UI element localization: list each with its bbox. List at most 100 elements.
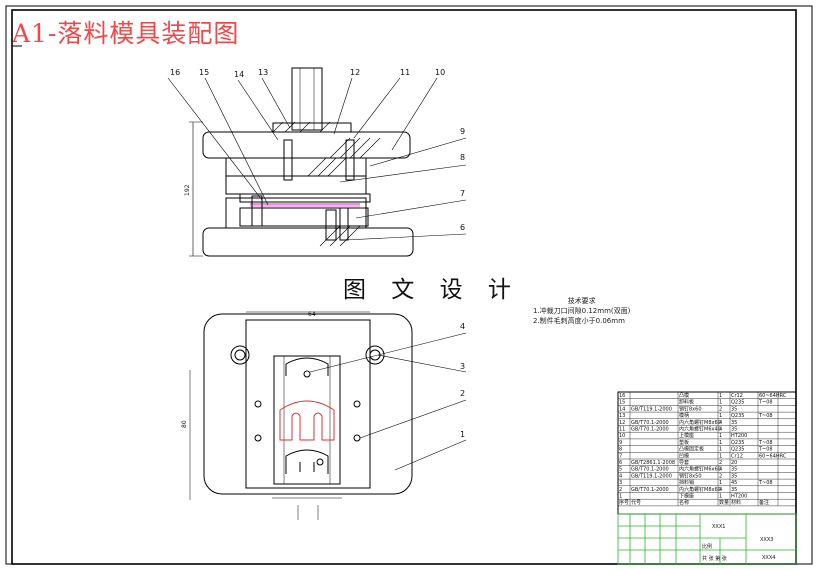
technical-requirements: 技术要求 1.冲裁刀口间隙0.12mm(双面) 2.制件毛刺高度小于0.06mm xyxy=(533,296,630,326)
bom-cell: 内六角螺钉M6x60 xyxy=(679,466,721,473)
bom-cell: 4 xyxy=(619,473,622,479)
bom-cell: 4 xyxy=(719,420,722,426)
bom-cell: 35 xyxy=(731,467,737,473)
bom-cell: Q235 xyxy=(731,447,744,453)
bom-header-cell: 代号 xyxy=(631,499,641,506)
bom-cell: GB/T119.1-2000 xyxy=(631,406,672,412)
bom-cell: 5 xyxy=(619,467,622,473)
bom-cell: 上模座 xyxy=(679,432,694,439)
bom-cell: 4 xyxy=(719,467,722,473)
bom-cell: 12 xyxy=(619,420,625,426)
callout-13: 13 xyxy=(258,68,268,77)
bom-cell: 1 xyxy=(719,480,722,486)
bom-cell: 1 xyxy=(719,413,722,419)
bom-cell: 14 xyxy=(619,406,625,412)
bom-cell: 凸模 xyxy=(679,392,689,399)
bom-cell: 35 xyxy=(731,406,737,412)
bom-cell: 7 xyxy=(619,453,622,459)
bom-cell: 内六角螺钉M8x60 xyxy=(679,486,721,493)
title-block-drawing-no: XXX1 xyxy=(712,524,725,530)
leader-lines xyxy=(167,77,467,471)
bom-cell: 卸料板 xyxy=(679,399,694,406)
bom-cell: GB/T2861.1-2008 xyxy=(631,460,675,466)
title-block-school: XXX4 xyxy=(762,555,775,561)
title-block xyxy=(617,513,797,565)
callout-6: 6 xyxy=(460,223,465,232)
bom-cell: 35 xyxy=(731,420,737,426)
bom-cell: T~08 xyxy=(758,480,773,486)
watermark-text: 图 文 设 计 xyxy=(343,277,520,303)
title-block-name: XXX3 xyxy=(760,537,773,543)
bom-cell: 销钉8x60 xyxy=(679,405,702,412)
bom-cell: 10 xyxy=(619,433,625,439)
bom-header-cell: 序号 xyxy=(619,499,629,506)
callout-8: 8 xyxy=(460,153,465,162)
bom-cell: HT200 xyxy=(731,433,747,439)
bom-cell: T~08 xyxy=(758,413,773,419)
callout-14: 14 xyxy=(234,70,244,79)
title-block-scale-label: 比例 xyxy=(702,543,712,550)
drawing-title: A1-落料模具装配图 xyxy=(12,19,240,48)
callout-1: 1 xyxy=(460,430,465,439)
dim-front-height: 192 xyxy=(184,184,191,196)
bom-cell: 35 xyxy=(731,427,737,433)
bom-cell: 35 xyxy=(731,487,737,493)
bom-cell: 1 xyxy=(719,440,722,446)
callout-7: 7 xyxy=(460,189,465,198)
bom-cell: 挡料销 xyxy=(679,479,694,486)
bom-cell: 45 xyxy=(731,480,737,486)
bom-cell: GB/T119.1-2000 xyxy=(631,473,672,479)
bom-cell: 1 xyxy=(719,400,722,406)
bom-cell: HT200 xyxy=(731,494,747,500)
bom-cell: T~08 xyxy=(758,400,773,406)
front-section-view xyxy=(189,67,414,257)
bom-cell: 35 xyxy=(731,473,737,479)
bom-cell: 1 xyxy=(619,494,622,500)
bom-cell: 16 xyxy=(619,393,625,399)
bom-cell: 内六角螺钉M6x40 xyxy=(679,426,721,433)
bom-header-cell: 名称 xyxy=(679,499,689,506)
bom-header-cell: 材料 xyxy=(731,499,741,506)
bom-cell: 60~64HRC xyxy=(759,453,787,459)
bom-cell: 模柄 xyxy=(679,412,689,419)
bom-cell: 1 xyxy=(719,393,722,399)
bom-cell: GB/T70.1-2000 xyxy=(631,427,669,433)
callout-2: 2 xyxy=(460,389,465,398)
tech-heading: 技术要求 xyxy=(567,297,596,305)
title-block-sheet-label: 共 张 第 张 xyxy=(702,555,727,562)
bom-cell: T~08 xyxy=(758,447,773,453)
plan-view xyxy=(189,311,413,520)
callout-9: 9 xyxy=(460,127,465,136)
bom-cell: Q235 xyxy=(731,413,744,419)
bom-cell: 2 xyxy=(619,487,622,493)
punch-outline-red xyxy=(279,400,335,441)
bom-cell: 4 xyxy=(719,427,722,433)
bom-cell: 6 xyxy=(619,460,622,466)
tech-line-1: 1.冲裁刀口间隙0.12mm(双面) xyxy=(533,307,631,315)
dim-plan-width: 64 xyxy=(308,311,316,318)
bom-cell: 内六角螺钉M8x60 xyxy=(679,419,721,426)
callout-11: 11 xyxy=(400,68,410,77)
bom-cell: 销钉8x50 xyxy=(679,472,702,479)
bom-cell: Q235 xyxy=(731,440,744,446)
dim-plan-height: 80 xyxy=(181,420,188,428)
bom-cell: 凸模固定板 xyxy=(679,446,704,453)
bom-cell: 1 xyxy=(719,453,722,459)
bom-cell: 13 xyxy=(619,413,625,419)
bom-cell: 2 xyxy=(719,406,722,412)
callout-numbers: 16 15 14 13 12 11 10 9 8 7 6 4 3 2 1 xyxy=(170,68,465,439)
callout-4: 4 xyxy=(460,322,465,331)
callout-16: 16 xyxy=(170,68,180,77)
bom-cell: 2 xyxy=(719,460,722,466)
bom-cell: 3 xyxy=(619,480,622,486)
tech-line-2: 2.制件毛刺高度小于0.06mm xyxy=(533,317,625,325)
bom-cell: T~08 xyxy=(758,440,773,446)
bom-cell: 垫板 xyxy=(679,439,689,446)
inner-frame xyxy=(11,9,797,565)
bom-cell: Cr12 xyxy=(731,393,743,399)
bom-cell: GB/T70.1-2000 xyxy=(631,420,669,426)
bom-cell: 60~64HRC xyxy=(759,393,787,399)
bom-cell: 20 xyxy=(731,460,737,466)
